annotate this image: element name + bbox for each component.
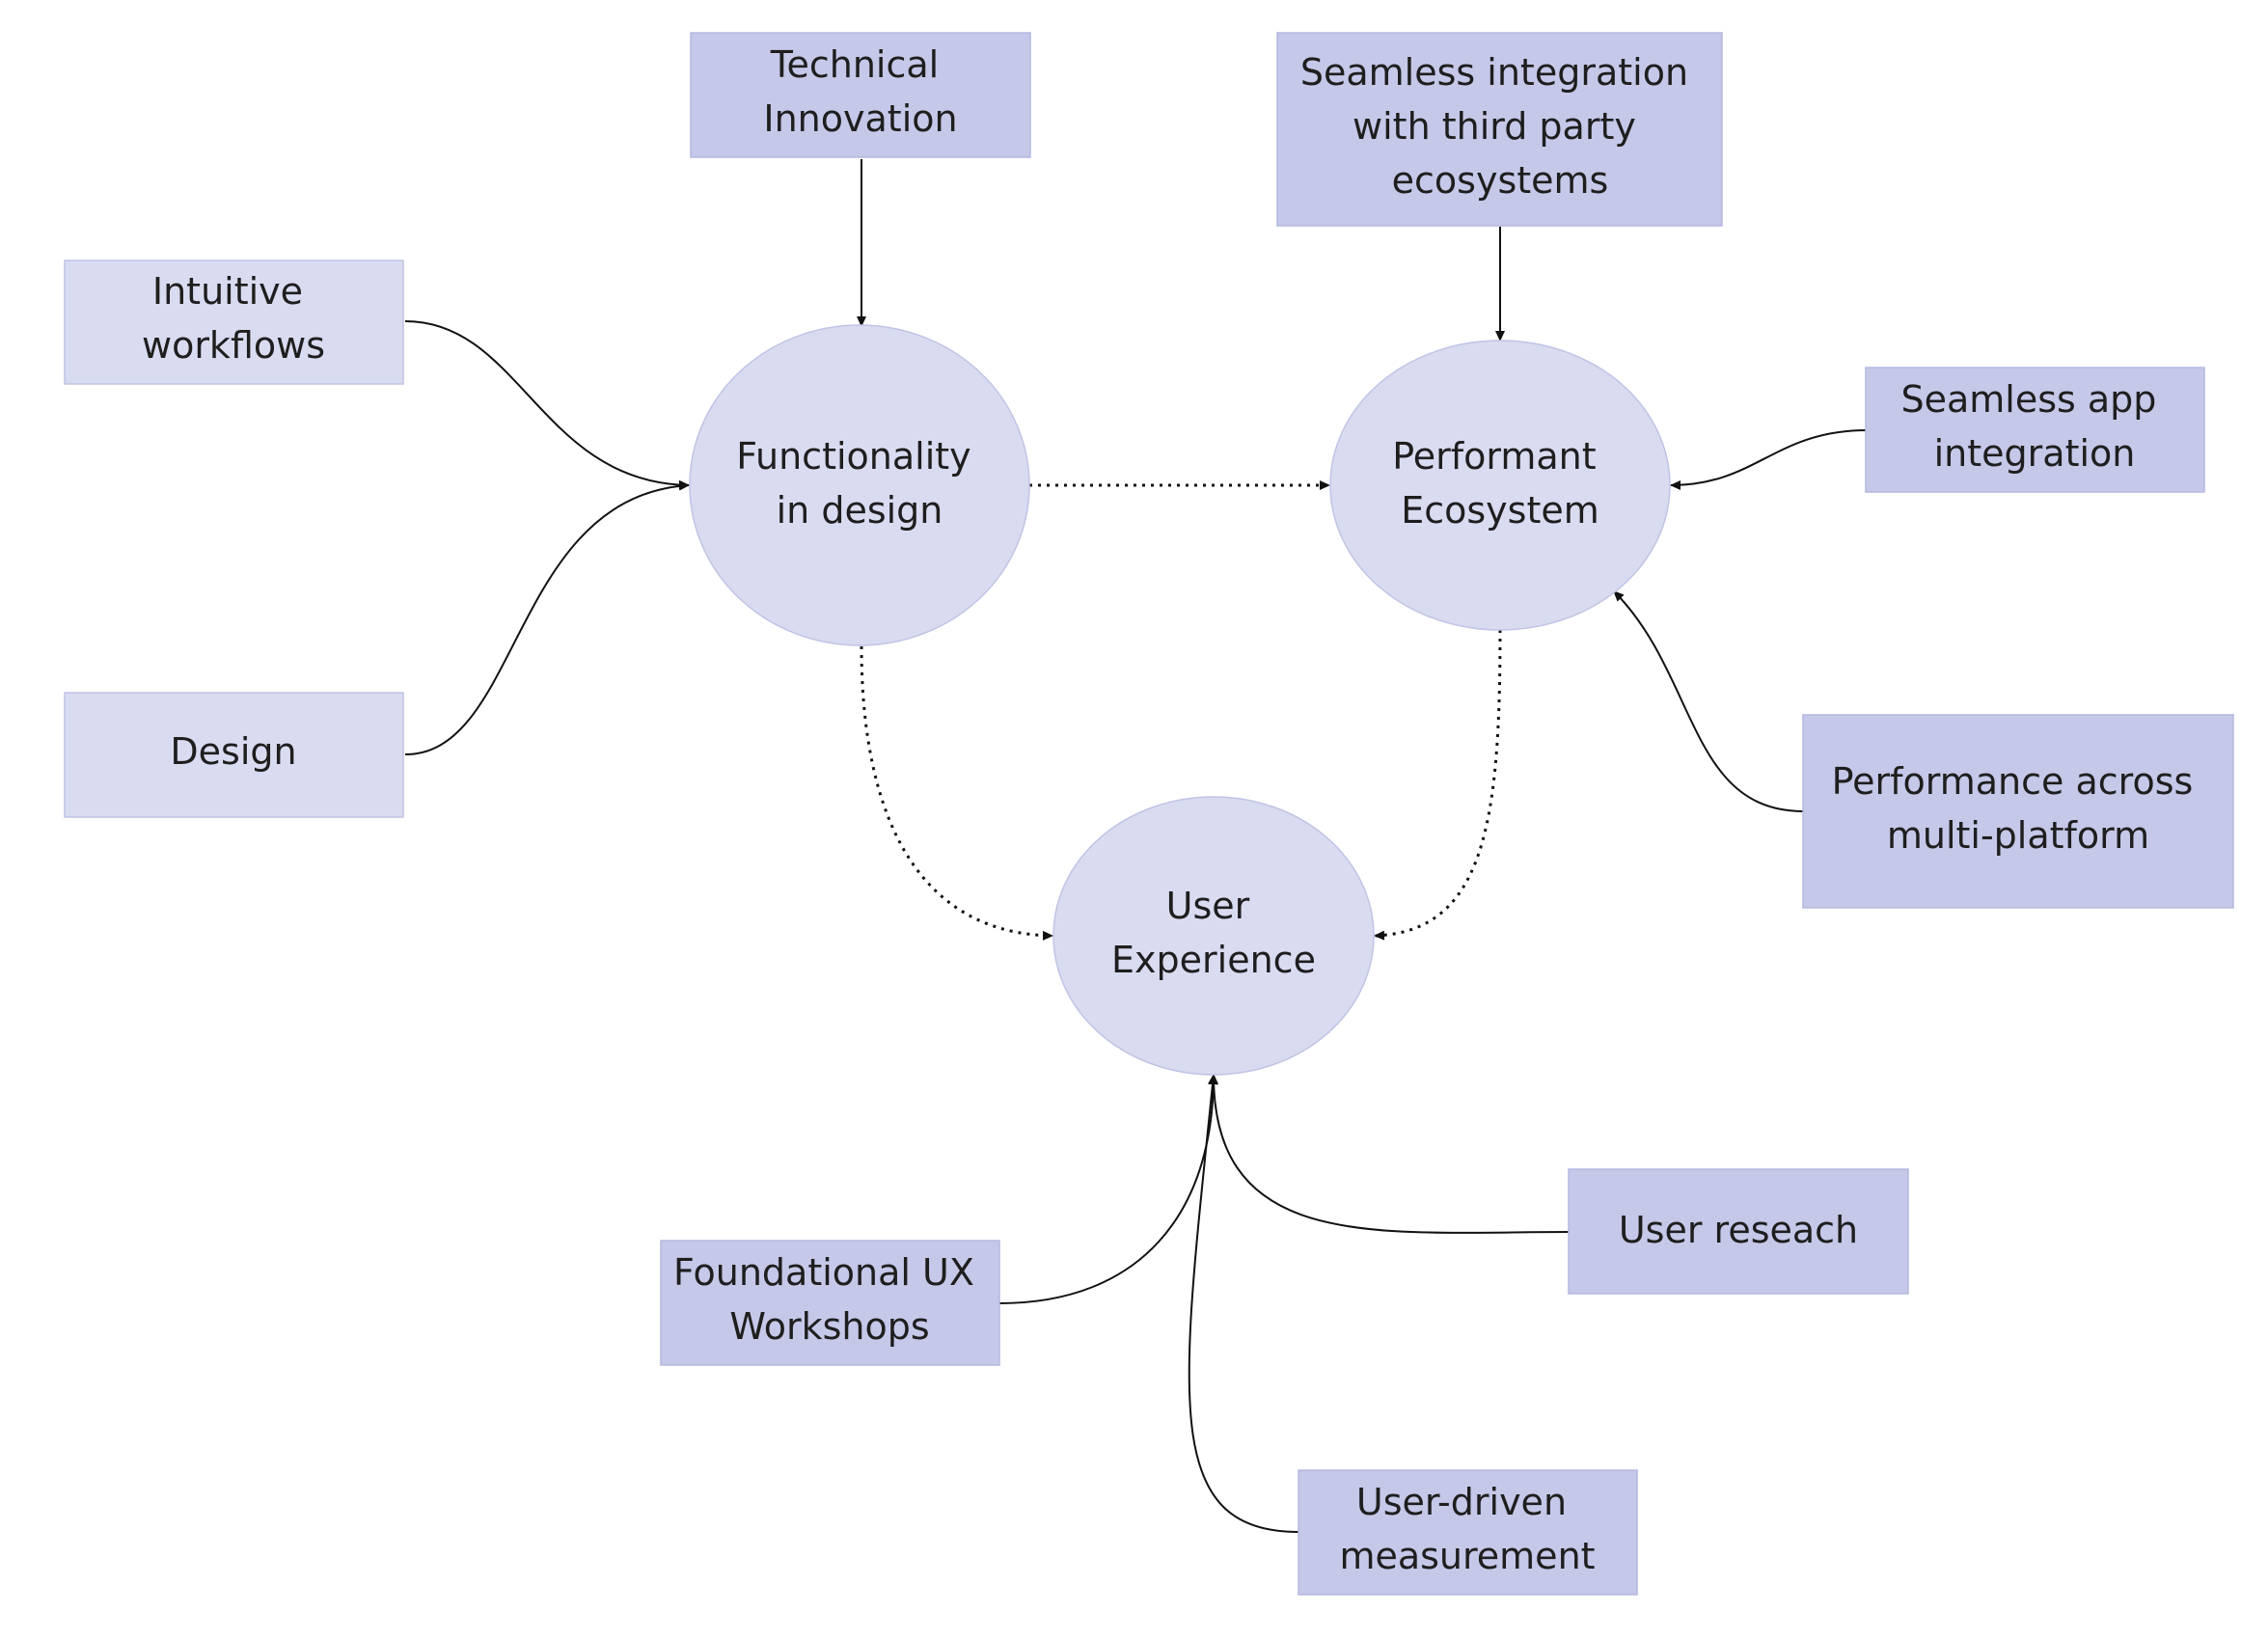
foundational-ux-box: [660, 1240, 1000, 1366]
performance-multi-line-2: multi-platform: [1887, 814, 2149, 857]
svg-text:Intuitive workflows: Intuitive workflows: [142, 270, 325, 367]
functionality-label-line-2: in design: [777, 489, 943, 532]
node-technical-innovation[interactable]: Technical Innovation: [690, 32, 1031, 158]
svg-text:Performance across multi: Performance across multi-platform: [1832, 760, 2205, 857]
svg-text:Seamless app integration: Seamless app integration: [1900, 378, 2168, 475]
edge-design-to-functionality: [404, 480, 690, 755]
user-research-box: [1568, 1168, 1909, 1295]
foundational-ux-line-2: Workshops: [729, 1305, 929, 1348]
user-driven-box: [1298, 1469, 1638, 1596]
node-design[interactable]: Design: [64, 692, 404, 818]
edge-performant-to-ux: [1374, 629, 1502, 941]
functionality-ellipse: [689, 324, 1030, 646]
node-user-driven-measurement[interactable]: User-driven measurement: [1298, 1469, 1638, 1596]
svg-text:Seamless integration wit: Seamless integration with third party ec…: [1300, 51, 1700, 202]
svg-text:Design: Design: [170, 730, 296, 773]
intuitive-workflows-box: [64, 260, 404, 385]
user-driven-line-2: measurement: [1339, 1535, 1595, 1577]
edge-foundational-to-ux: [998, 1074, 1218, 1304]
performant-label-line-2: Ecosystem: [1401, 489, 1599, 532]
edge-userresearch-to-ux: [1209, 1074, 1570, 1234]
performant-label-line-1: Performant: [1392, 435, 1596, 478]
intuitive-workflows-line-1: Intuitive: [152, 270, 303, 313]
node-performance-multi-platform[interactable]: Performance across multi-platform: [1802, 714, 2234, 909]
technical-innovation-line-2: Innovation: [763, 97, 957, 140]
foundational-ux-line-1: Foundational UX: [673, 1251, 974, 1294]
node-seamless-third-party[interactable]: Seamless integration with third party ec…: [1276, 32, 1723, 227]
svg-text:User-driven measurement: User-driven measurement: [1339, 1481, 1595, 1577]
user-experience-ellipse: [1052, 796, 1375, 1076]
user-driven-line-1: User-driven: [1356, 1481, 1567, 1523]
node-user-experience[interactable]: User Experience: [1052, 796, 1375, 1076]
seamless-app-line-2: integration: [1934, 432, 2136, 475]
svg-text:User Experience: User Experience: [1111, 885, 1316, 981]
user-experience-label-line-2: Experience: [1111, 939, 1316, 981]
node-performant-ecosystem[interactable]: Performant Ecosystem: [1329, 340, 1671, 631]
node-seamless-app-integration[interactable]: Seamless app integration: [1865, 367, 2205, 493]
edge-intuitive-to-functionality: [404, 320, 690, 490]
intuitive-workflows-line-2: workflows: [142, 324, 325, 367]
edges: [404, 159, 1868, 1533]
svg-text:Performant Ecosystem: Performant Ecosystem: [1392, 435, 1608, 532]
seamless-app-line-1: Seamless app: [1900, 378, 2156, 421]
performance-multi-line-1: Performance across: [1832, 760, 2194, 803]
design-line-1: Design: [170, 730, 296, 773]
seamless-third-party-line-1: Seamless integration: [1300, 51, 1688, 94]
performant-ellipse: [1329, 340, 1671, 631]
performance-multi-box: [1802, 714, 2234, 909]
svg-text:User reseach: User reseach: [1619, 1209, 1858, 1251]
design-box: [64, 692, 404, 818]
edge-functionality-to-ux: [860, 645, 1053, 941]
node-user-research[interactable]: User reseach: [1568, 1168, 1909, 1295]
svg-text:Functionality in design: Functionality in design: [736, 435, 983, 532]
seamless-third-party-box: [1276, 32, 1723, 227]
user-research-line-1: User reseach: [1619, 1209, 1858, 1251]
node-functionality[interactable]: Functionality in design: [689, 324, 1030, 646]
seamless-third-party-line-2: with third party: [1353, 105, 1636, 148]
svg-text:Foundational UX Workshop: Foundational UX Workshops: [673, 1251, 986, 1348]
seamless-third-party-line-3: ecosystems: [1392, 159, 1609, 202]
technical-innovation-line-1: Technical: [770, 43, 940, 86]
functionality-label-line-1: Functionality: [736, 435, 970, 478]
technical-innovation-box: [690, 32, 1031, 158]
edge-userdriven-to-ux: [1188, 1074, 1299, 1533]
edge-multiplatform-to-performant: [1613, 590, 1805, 812]
user-experience-label-line-1: User: [1166, 885, 1250, 927]
node-intuitive-workflows[interactable]: Intuitive workflows: [64, 260, 404, 385]
edge-seamlessapp-to-performant: [1670, 429, 1868, 490]
seamless-app-box: [1865, 367, 2205, 493]
svg-text:Technical Innovation: Technical Innovation: [763, 43, 957, 140]
node-foundational-ux-workshops[interactable]: Foundational UX Workshops: [660, 1240, 1000, 1366]
